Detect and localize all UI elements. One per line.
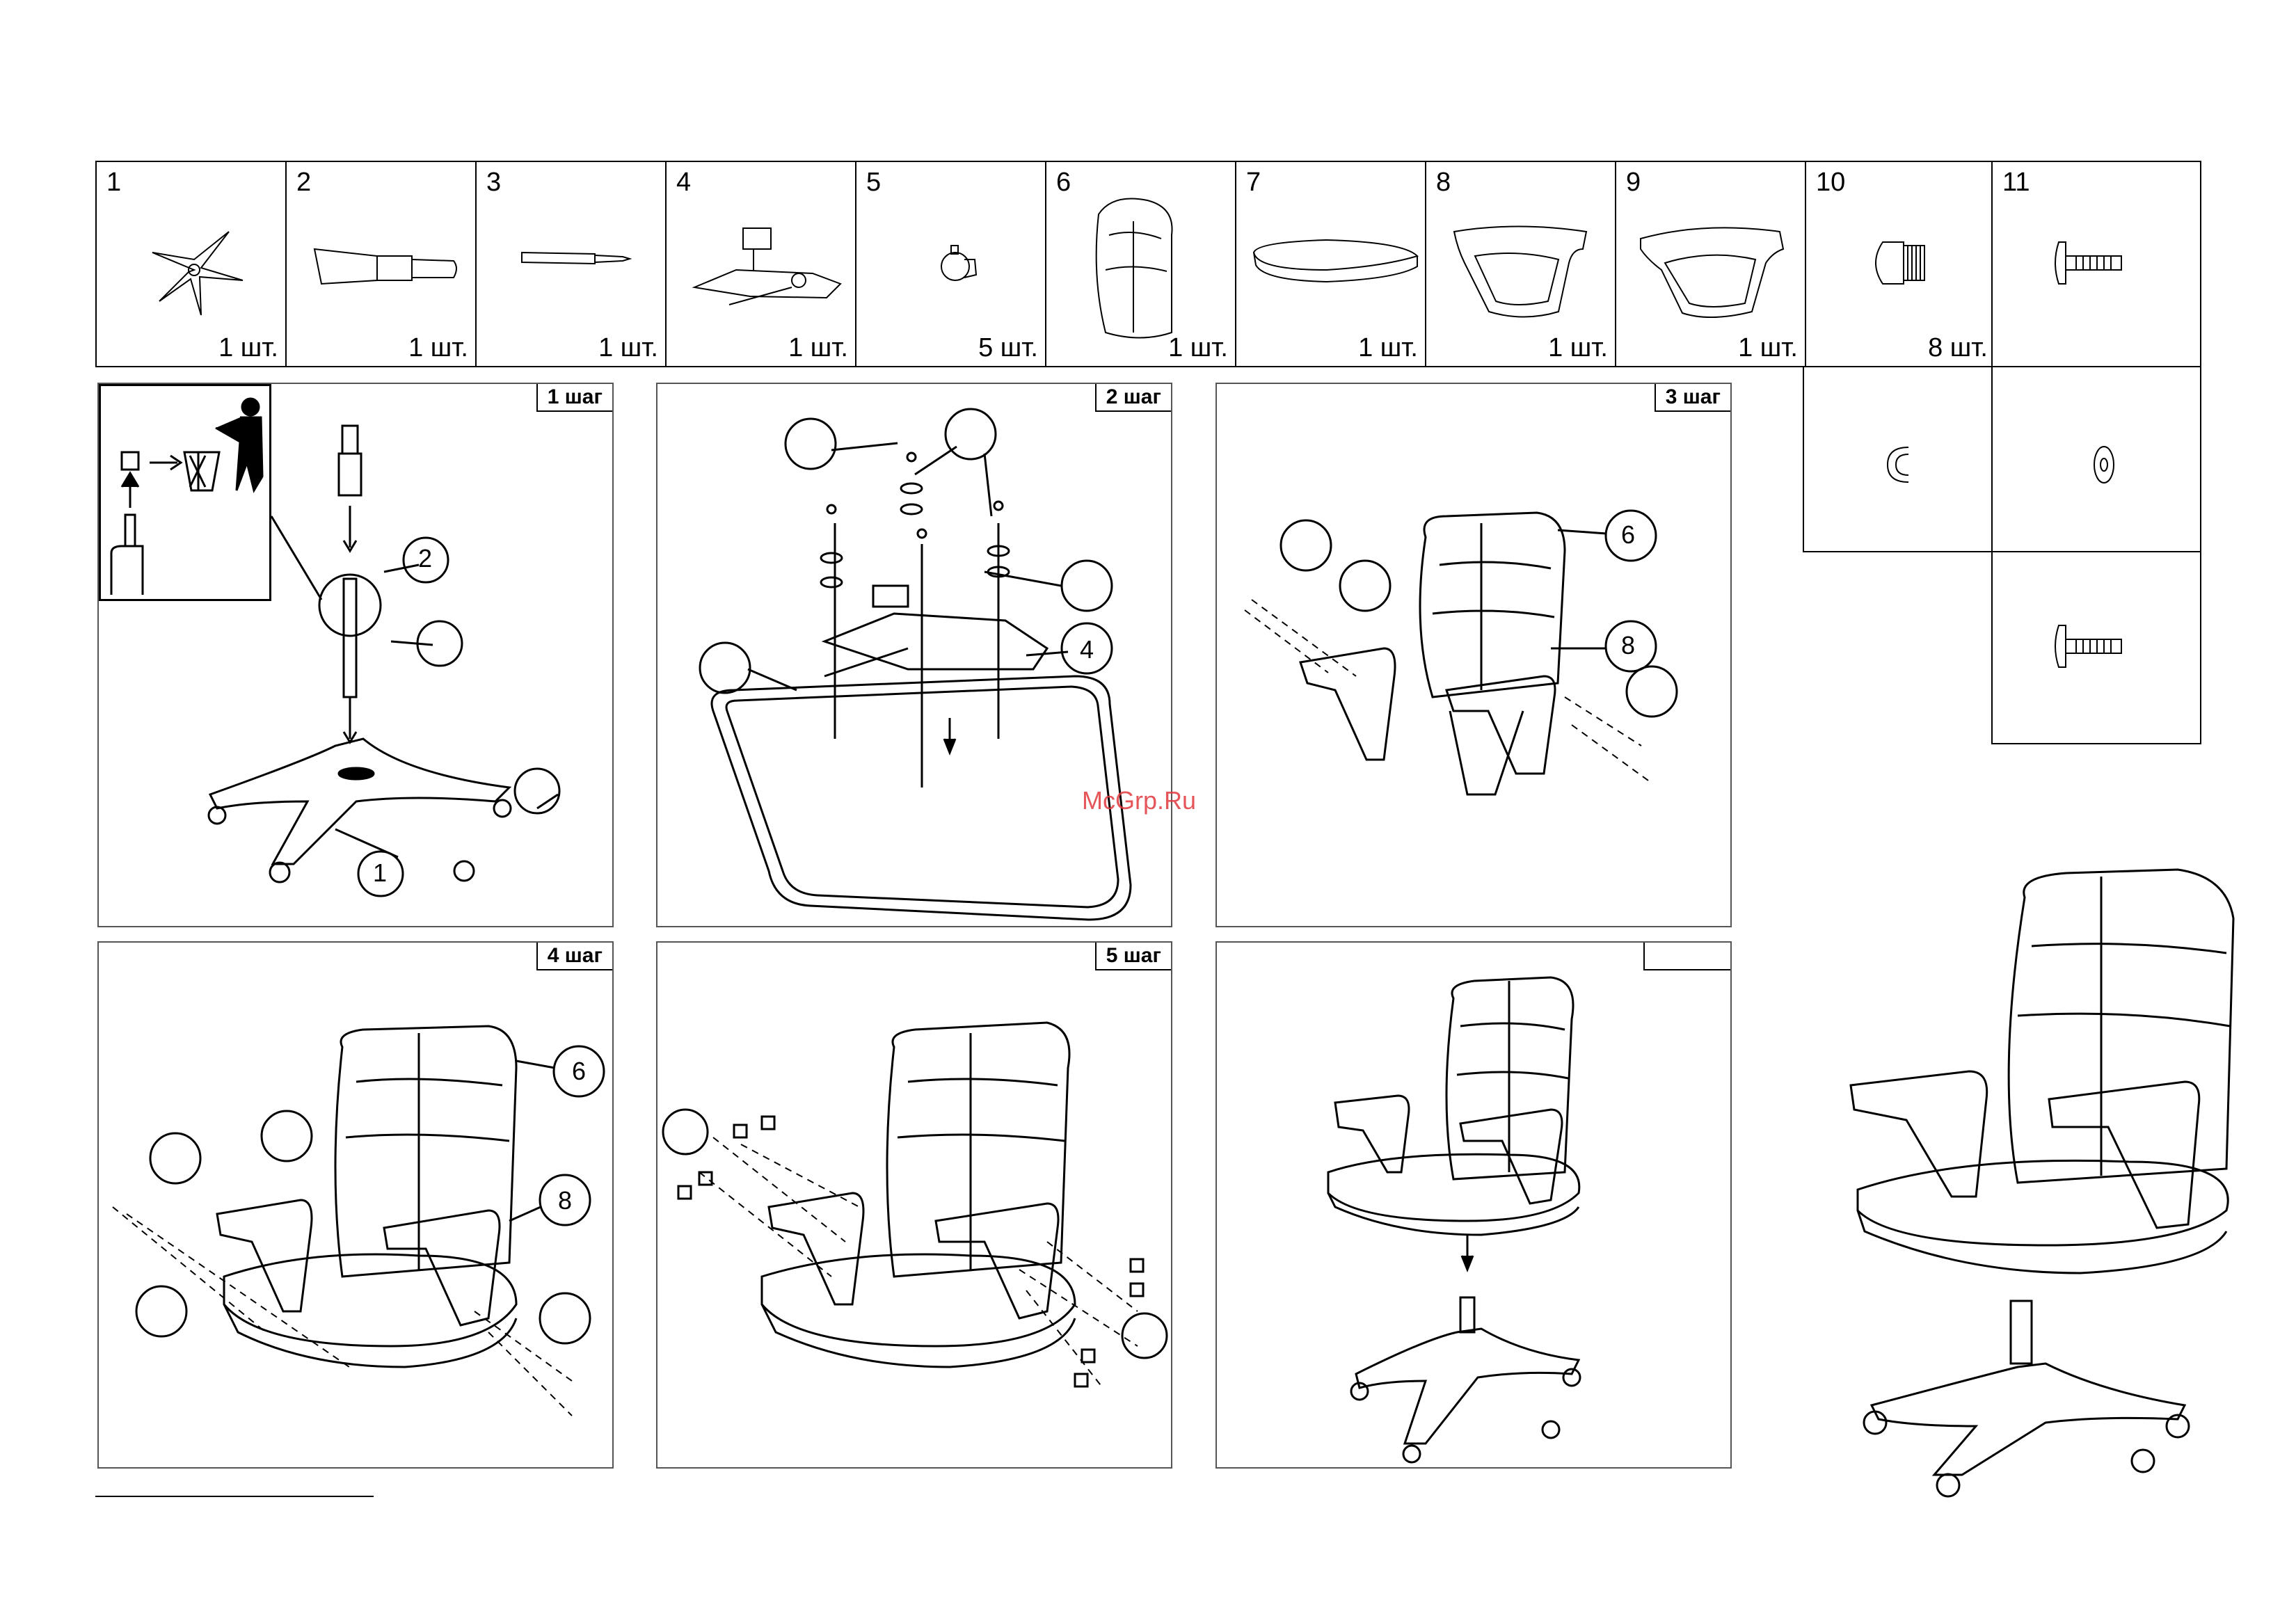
step-1-panel: 1 шаг 2 1 (97, 383, 614, 927)
callout-1: 1 (373, 858, 387, 888)
callout-6: 6 (572, 1057, 586, 1086)
part-number: 4 (676, 168, 691, 198)
step-4-panel: 4 шаг 6 8 (97, 941, 614, 1469)
part-qty: 1 шт. (1168, 333, 1228, 363)
cap-icon (1869, 228, 1938, 298)
part-cell-9: 9 1 шт. (1615, 161, 1806, 367)
seat-icon (1243, 232, 1417, 301)
part-cell-washer-flat (1991, 366, 2201, 552)
part-qty: 8 шт. (1928, 333, 1988, 363)
step-1-drawing (99, 384, 615, 929)
part-qty: 1 шт. (408, 333, 468, 363)
flat-washer-icon (2083, 437, 2125, 493)
part-number: 3 (486, 168, 501, 198)
lever-icon (518, 246, 657, 287)
part-number: 1 (106, 168, 121, 198)
step-4-drawing (99, 943, 615, 1470)
part-cell-1: 1 1 шт. (95, 161, 287, 367)
part-number: 8 (1436, 168, 1451, 198)
callout-2: 2 (418, 544, 432, 573)
part-cell-8: 8 1 шт. (1425, 161, 1616, 367)
part-qty: 1 шт. (218, 333, 278, 363)
step-2-drawing (657, 384, 1174, 929)
step-3-panel: 3 шаг 6 8 (1215, 383, 1732, 927)
part-qty: 1 шт. (1358, 333, 1418, 363)
part-cell-10: 10 8 шт. (1805, 161, 1996, 367)
assembled-chair-drawing (1837, 863, 2254, 1489)
step-3-callouts (1217, 384, 1733, 929)
star-base-icon (125, 218, 264, 322)
part-cell-washer-c (1803, 366, 1994, 552)
footer-rule (95, 1496, 374, 1497)
part-number: 10 (1816, 168, 1845, 198)
bolt-icon (2045, 239, 2149, 294)
part-number: 7 (1246, 168, 1261, 198)
part-number: 11 (2002, 168, 2030, 198)
part-cell-bolt-2 (1991, 551, 2201, 744)
step-2-panel: 2 шаг 4 (656, 383, 1172, 927)
gas-lift-icon (308, 232, 468, 301)
c-washer-icon (1881, 437, 1922, 493)
armrest-left-icon (1634, 221, 1794, 333)
part-number: 5 (866, 168, 881, 198)
part-cell-5: 5 5 шт. (855, 161, 1046, 367)
part-qty: 1 шт. (1548, 333, 1608, 363)
part-number: 9 (1626, 168, 1641, 198)
part-qty: 1 шт. (788, 333, 848, 363)
callout-8: 8 (558, 1186, 572, 1215)
watermark: McGrp.Ru (1082, 786, 1196, 815)
part-qty: 5 шт. (978, 333, 1038, 363)
bolt-icon (2045, 622, 2149, 678)
armrest-right-icon (1447, 221, 1600, 333)
step-6-drawing (1217, 943, 1733, 1470)
part-cell-7: 7 1 шт. (1235, 161, 1426, 367)
part-number: 6 (1056, 168, 1071, 198)
part-qty: 1 шт. (1738, 333, 1798, 363)
part-cell-2: 2 1 шт. (285, 161, 477, 367)
mechanism-icon (687, 221, 847, 319)
part-cell-3: 3 1 шт. (475, 161, 667, 367)
part-cell-4: 4 1 шт. (665, 161, 856, 367)
step-5-drawing (657, 943, 1174, 1470)
step-5-panel: 5 шаг (656, 941, 1172, 1469)
callout-4: 4 (1080, 635, 1094, 664)
part-qty: 1 шт. (598, 333, 658, 363)
part-cell-11: 11 (1991, 161, 2201, 367)
step-6-panel (1215, 941, 1732, 1469)
part-cell-6: 6 1 шт. (1045, 161, 1236, 367)
backrest-icon (1085, 193, 1182, 346)
part-number: 2 (296, 168, 311, 198)
caster-icon (926, 232, 996, 301)
